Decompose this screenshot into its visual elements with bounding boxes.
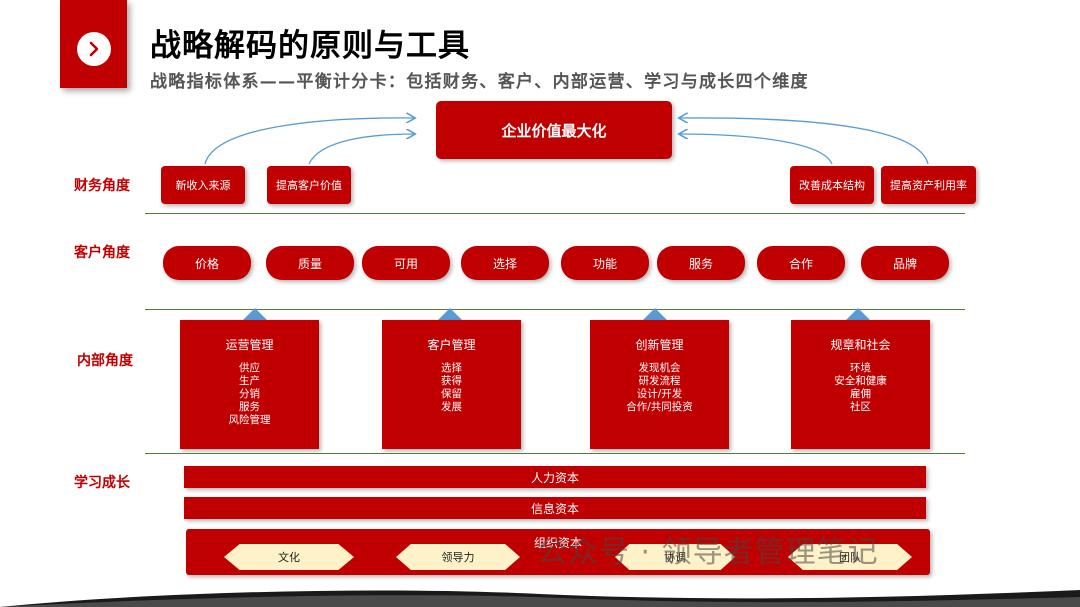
row-label-customer: 客户角度 <box>74 245 130 261</box>
top-goal-box: 企业价值最大化 <box>436 101 672 159</box>
row-label-learning: 学习成长 <box>74 475 130 491</box>
process-title: 客户管理 <box>427 338 476 352</box>
process-item: 安全和健康 <box>834 375 887 387</box>
customer-pill-selection: 选择 <box>461 246 549 280</box>
process-box-innovation: 创新管理 发现机会 研发流程 设计/开发 合作/共同投资 <box>590 320 729 449</box>
org-item-team: 团队 <box>788 544 912 570</box>
process-item: 保留 <box>441 388 462 400</box>
process-item: 发展 <box>441 401 462 413</box>
org-item-leadership: 领导力 <box>396 544 520 570</box>
process-item: 获得 <box>441 375 462 387</box>
arrow-asset-utilization <box>680 118 929 165</box>
information-capital-bar: 信息资本 <box>184 497 926 519</box>
watermark-text: 公众号 · 领导者管理笔记 <box>537 535 879 570</box>
customer-pill-price: 价格 <box>163 246 251 280</box>
divider-line <box>145 213 965 214</box>
corner-logo: 大数跨境 <box>6 576 71 595</box>
process-item: 研发流程 <box>638 375 681 387</box>
arrow-cost-structure <box>680 134 833 165</box>
customer-pill-availability: 可用 <box>362 246 450 280</box>
customer-pill-function: 功能 <box>561 246 649 280</box>
process-item: 分销 <box>239 388 260 400</box>
bottom-swoosh <box>0 590 1080 607</box>
process-box-operations: 运营管理 供应 生产 分销 服务 风险管理 <box>180 320 319 449</box>
process-item: 风险管理 <box>228 414 271 426</box>
process-item: 合作/共同投资 <box>626 401 693 413</box>
process-item: 雇佣 <box>850 388 871 400</box>
process-title: 创新管理 <box>635 338 684 352</box>
page-title: 战略解码的原则与工具 <box>150 28 470 64</box>
page-subtitle: 战略指标体系——平衡计分卡：包括财务、客户、内部运营、学习与成长四个维度 <box>150 72 809 92</box>
process-box-regulatory: 规章和社会 环境 安全和健康 雇佣 社区 <box>791 320 930 449</box>
arrow-customer-value <box>308 134 414 165</box>
org-item-coordination: 协调 <box>615 544 735 570</box>
process-item: 社区 <box>850 401 871 413</box>
process-item: 供应 <box>239 362 260 374</box>
process-item: 设计/开发 <box>636 388 683 400</box>
customer-pill-service: 服务 <box>657 246 745 280</box>
arrow-new-revenue <box>204 118 414 165</box>
header-accent-block <box>60 0 127 88</box>
chevron-right-icon <box>77 32 111 66</box>
organization-capital-label: 组织资本 <box>533 536 582 550</box>
process-item: 选择 <box>441 362 462 374</box>
row-label-internal: 内部角度 <box>77 353 133 369</box>
process-title: 运营管理 <box>225 338 274 352</box>
customer-pill-brand: 品牌 <box>861 246 949 280</box>
process-box-customer-mgmt: 客户管理 选择 获得 保留 发展 <box>382 320 521 449</box>
process-item: 服务 <box>239 401 260 413</box>
customer-pill-partnership: 合作 <box>757 246 845 280</box>
human-capital-bar: 人力资本 <box>184 466 926 488</box>
row-label-finance: 财务角度 <box>74 178 130 194</box>
process-item: 发现机会 <box>638 362 681 374</box>
finance-box-cost-structure: 改善成本结构 <box>790 166 874 204</box>
process-title: 规章和社会 <box>830 338 891 352</box>
divider-line <box>145 309 965 310</box>
finance-box-customer-value: 提高客户价值 <box>267 166 351 204</box>
divider-line <box>145 453 965 454</box>
process-item: 环境 <box>850 362 871 374</box>
finance-box-asset-utilization: 提高资产利用率 <box>881 166 976 204</box>
finance-box-new-revenue: 新收入来源 <box>161 166 245 204</box>
process-item: 生产 <box>239 375 260 387</box>
org-item-culture: 文化 <box>224 544 354 570</box>
customer-pill-quality: 质量 <box>266 246 354 280</box>
